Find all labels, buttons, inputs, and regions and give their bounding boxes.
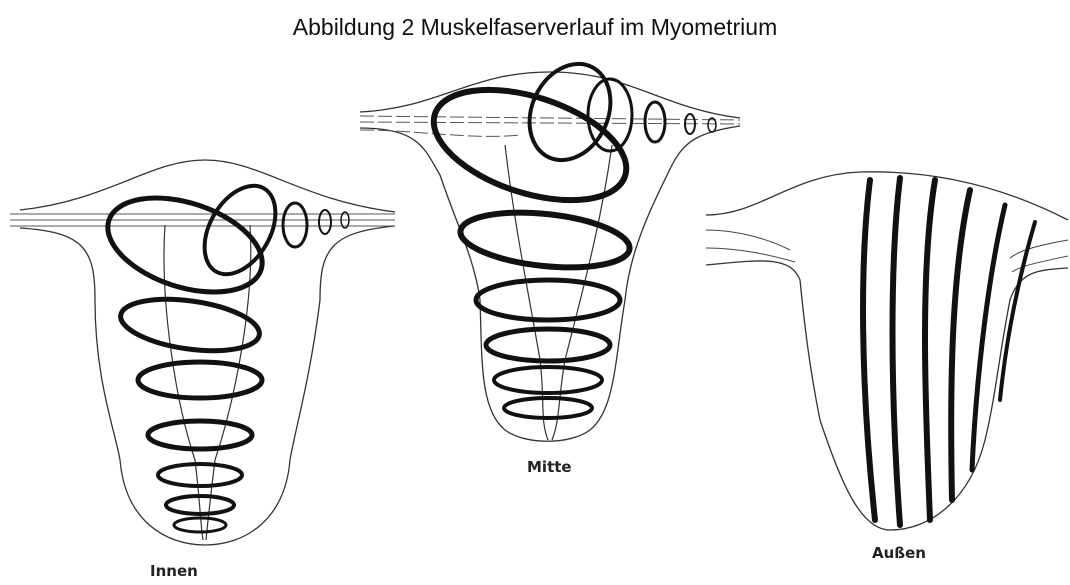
middle-uterus-outline xyxy=(360,72,740,441)
middle-cavity xyxy=(505,145,612,440)
outer-uterus-outline xyxy=(706,172,1068,530)
label-outer: Außen xyxy=(872,544,926,562)
uterus-inner-layer xyxy=(10,160,395,545)
uterus-middle-layer xyxy=(360,51,740,442)
label-middle: Mitte xyxy=(527,458,572,476)
outer-ligament-lines xyxy=(706,230,1068,272)
uterus-outer-layer xyxy=(706,172,1068,530)
middle-tube-line xyxy=(360,116,740,136)
inner-spiral-fibers xyxy=(96,173,349,532)
inner-tube-line xyxy=(10,214,395,226)
label-inner: Innen xyxy=(150,562,198,580)
middle-spiral-fibers xyxy=(420,51,716,418)
outer-longitudinal-fibers xyxy=(863,178,1035,525)
